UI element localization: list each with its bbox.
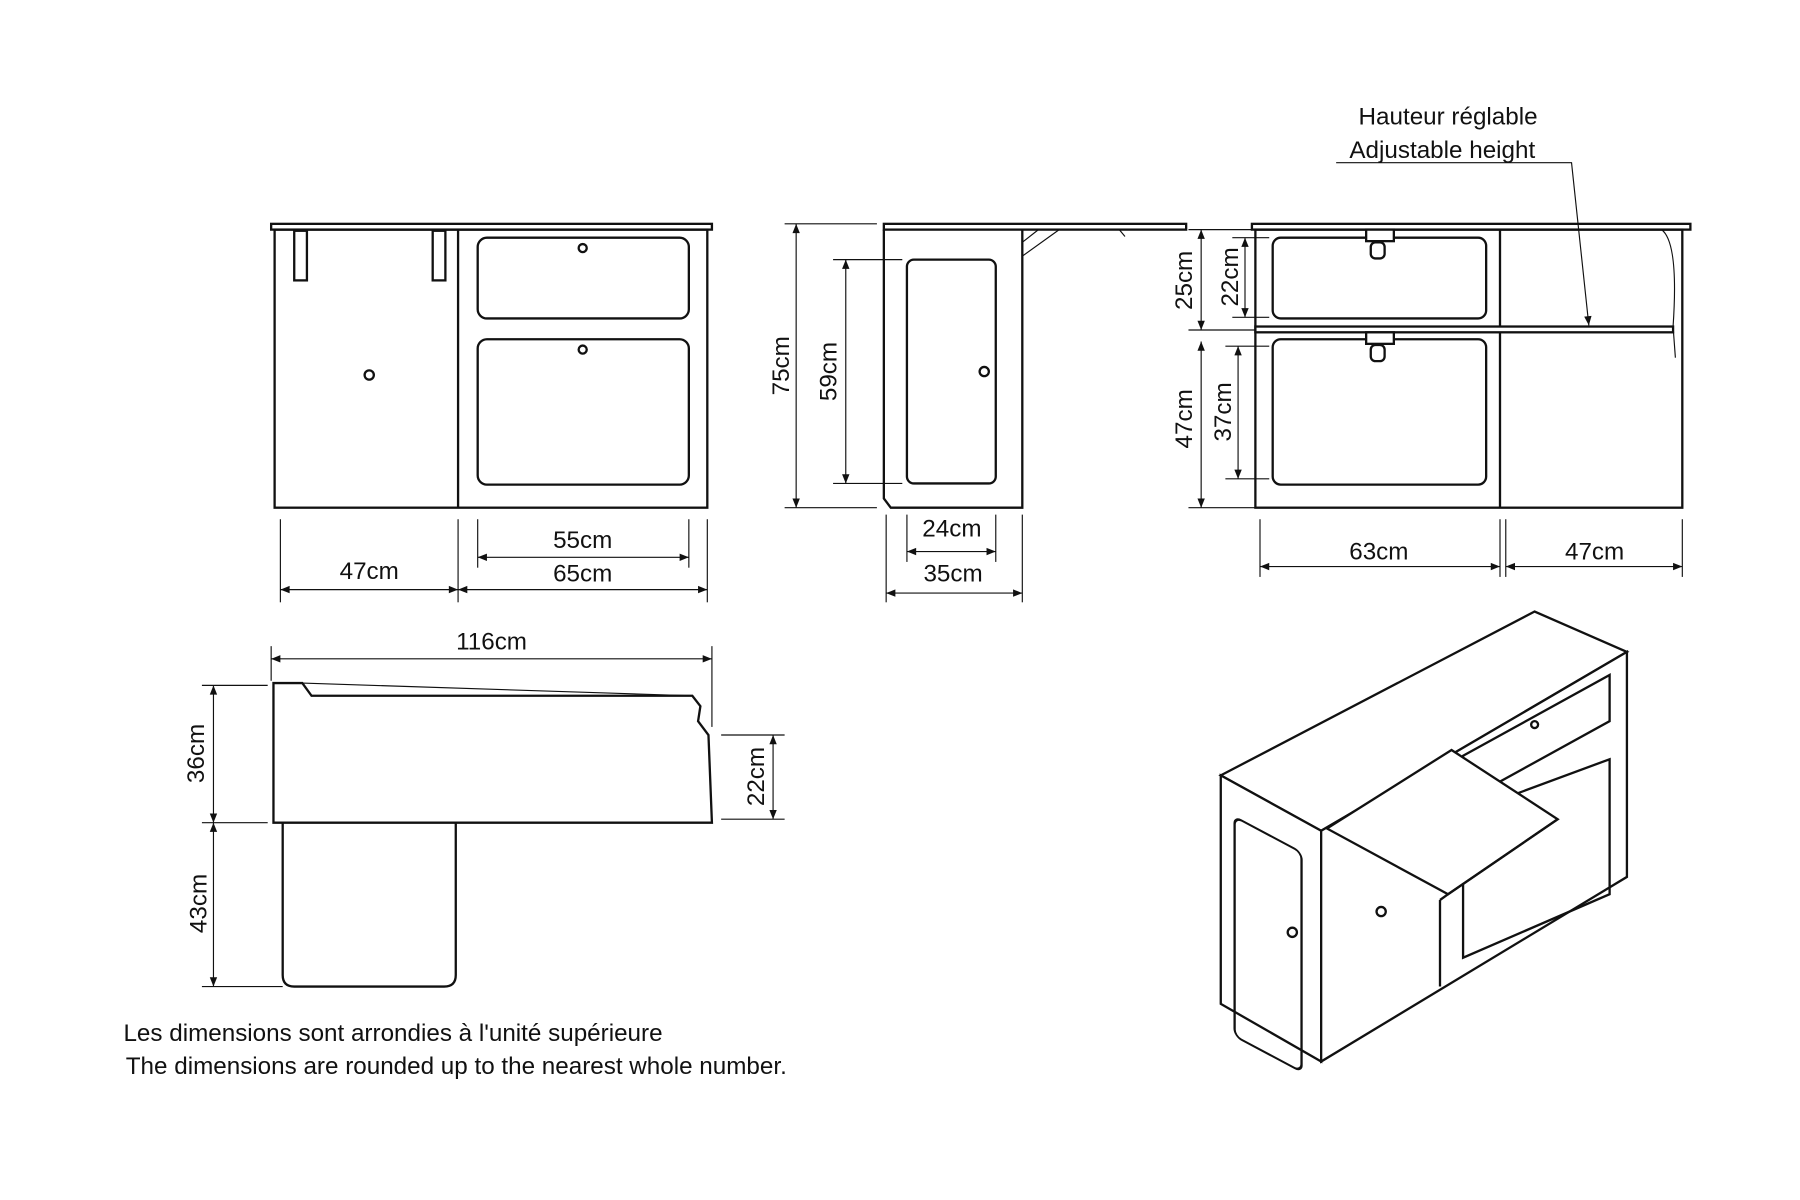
dim-extension: 43cm bbox=[186, 874, 213, 933]
dim-door-width: 24cm bbox=[922, 516, 981, 543]
hinge-icon bbox=[293, 229, 447, 282]
dim-lower: 47cm bbox=[1171, 389, 1198, 448]
latch-icon bbox=[1364, 228, 1395, 363]
label-adjustable-en: Adjustable height bbox=[1349, 137, 1535, 164]
isometric-view bbox=[1218, 610, 1630, 1071]
dim-lower-drawer: 37cm bbox=[1210, 382, 1237, 441]
dim-door-height: 59cm bbox=[816, 342, 843, 401]
side-door bbox=[905, 258, 997, 485]
drawer-upper bbox=[476, 236, 690, 320]
dim-drawer: 55cm bbox=[553, 527, 612, 554]
dim-total-width: 116cm bbox=[456, 629, 527, 656]
dim-right: 65cm bbox=[553, 561, 612, 588]
dim-side: 22cm bbox=[743, 747, 770, 806]
dim-upper: 25cm bbox=[1171, 251, 1198, 310]
top-view: 116cm 36cm 43cm 22cm bbox=[183, 629, 785, 988]
dim-left: 47cm bbox=[340, 558, 399, 585]
back-view: 25cm 22cm 47cm 37cm 63cm 47cm Hauteur ré… bbox=[1171, 104, 1692, 577]
dim-depth: 35cm bbox=[923, 561, 982, 588]
note-en: The dimensions are rounded up to the nea… bbox=[126, 1053, 787, 1080]
dim-right-width: 47cm bbox=[1565, 539, 1624, 566]
dim-left-width: 63cm bbox=[1349, 539, 1408, 566]
note-fr: Les dimensions sont arrondies à l'unité … bbox=[123, 1020, 662, 1047]
dim-upper-drawer: 22cm bbox=[1217, 247, 1244, 306]
label-adjustable-fr: Hauteur réglable bbox=[1359, 104, 1538, 131]
side-view: 75cm 59cm 24cm 35cm bbox=[768, 222, 1188, 603]
dim-height: 75cm bbox=[768, 336, 795, 395]
front-view: 47cm 55cm 65cm bbox=[270, 222, 714, 603]
knob-icon bbox=[363, 369, 375, 381]
dim-depth: 36cm bbox=[183, 724, 210, 783]
drawer-lower bbox=[476, 338, 690, 486]
